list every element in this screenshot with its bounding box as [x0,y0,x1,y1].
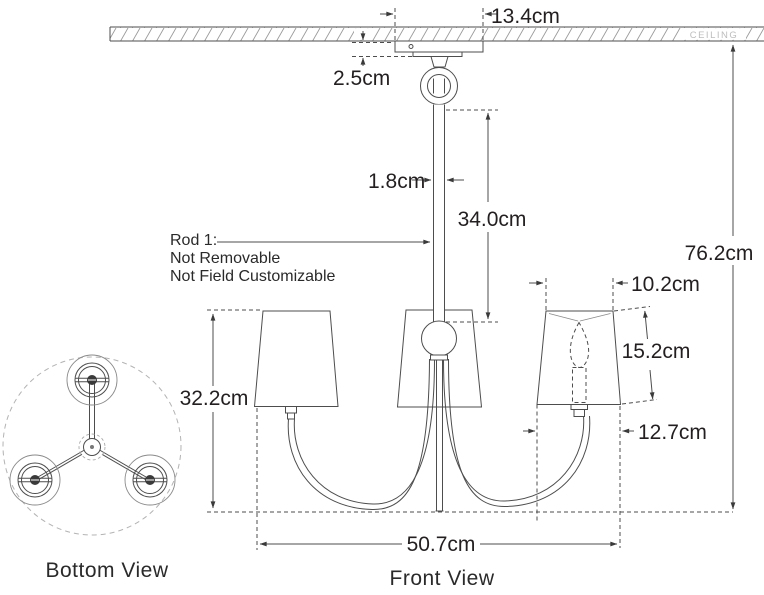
center-ball [421,320,457,357]
dim-label-fixture-width: 50.7cm [407,533,476,556]
ceiling-label-backing [682,28,746,40]
dim-canopy-width [380,8,497,40]
shade-right [536,310,622,405]
dim-label-canopy-width: 13.4cm [491,5,560,28]
rod-note: Rod 1: Not Removable Not Field Customiza… [170,232,336,285]
dim-fixture-body-height [207,309,263,509]
ball-collar [430,354,448,361]
rod-note-line2: Not Removable [170,250,280,267]
bottom-view-shade-top [66,354,118,406]
rod-note-line3: Not Field Customizable [170,268,336,285]
arm-left [287,358,435,511]
bottom-view [2,354,182,536]
rod-note-line1: Rod 1: [170,232,217,249]
bottom-view-hub [78,433,106,461]
dim-shade-top-width [529,278,628,310]
dim-label-shade-top-width: 10.2cm [631,273,700,296]
bottom-view-shade-lower-left [9,454,61,506]
ceiling-band: CEILING [109,26,764,42]
dim-label-rod-length: 34.0cm [458,208,527,231]
socket-left [285,406,297,420]
socket-right [570,404,588,417]
bulb-candle-sleeve [572,367,587,403]
arm-right [443,358,591,508]
canopy [394,40,484,68]
bottom-view-outline-circle [2,356,182,536]
bottom-view-arm-top [89,382,95,439]
dim-label-canopy-height: 2.5cm [333,67,390,90]
shade-left [253,310,339,407]
ceiling-label: CEILING [690,30,739,41]
canopy-screw [408,44,414,49]
dim-shade-slant-height [613,306,658,405]
hanging-ring [420,67,458,105]
center-rod [433,104,445,323]
dim-label-shade-slant-height: 15.2cm [622,340,691,363]
front-view-label: Front View [390,567,495,590]
bottom-view-label: Bottom View [46,559,169,582]
dim-fixture-width [256,408,618,550]
dim-label-rod-width: 1.8cm [368,170,425,193]
dim-label-overall-height: 76.2cm [685,242,754,265]
dim-canopy-height [352,31,412,66]
dim-shade-bottom-width [523,404,634,548]
bottom-view-shade-lower-right [124,454,176,506]
bulb-outline [548,313,611,403]
center-stem [435,360,444,512]
dim-label-fixture-body-height: 32.2cm [180,387,249,410]
dim-rod-length [446,109,498,323]
dim-label-shade-bottom-width: 12.7cm [638,421,707,444]
